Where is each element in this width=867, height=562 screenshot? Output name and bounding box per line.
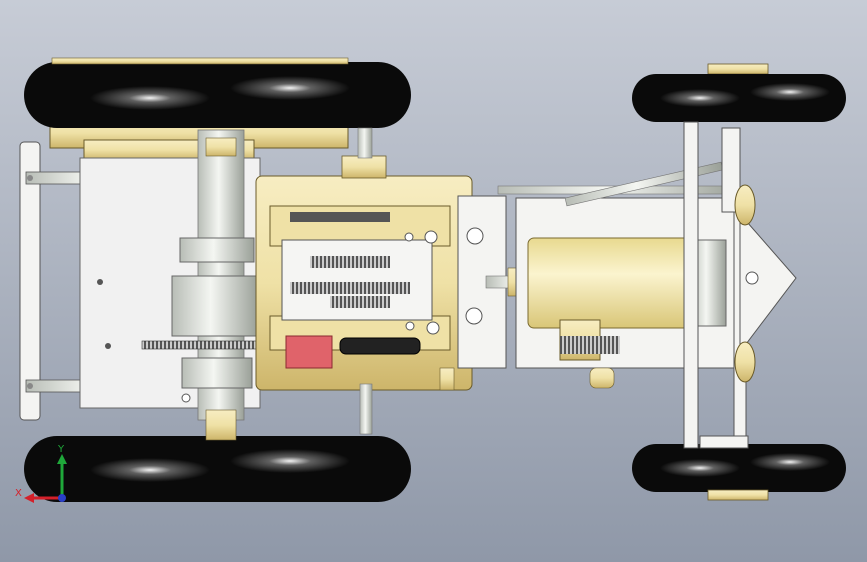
- rear-top-tire: [24, 62, 411, 128]
- x-axis-arrowhead: [24, 493, 34, 503]
- axle-collar: [179, 237, 255, 263]
- axle-collar: [171, 275, 259, 337]
- gearbox[interactable]: [255, 127, 473, 435]
- plate-hole: [105, 343, 111, 349]
- gearbox-bolt: [424, 230, 438, 244]
- pulley: [339, 337, 421, 355]
- rear-bottom-wheel-assembly[interactable]: [24, 436, 411, 502]
- rear-bottom-tire-highlight: [90, 458, 210, 482]
- front-top-tire-highlight: [660, 89, 740, 107]
- front-top-wheel-assembly[interactable]: [632, 63, 846, 122]
- steering-frame[interactable]: [683, 121, 797, 449]
- steering-arm-top: [721, 127, 741, 213]
- steering-hole: [745, 271, 759, 285]
- spine-hole: [466, 227, 484, 245]
- steering-arm-bottom: [699, 435, 749, 449]
- axle-brass-end-top: [205, 137, 237, 157]
- rear-bottom-tire: [24, 436, 411, 502]
- gearbox-bottom-shaft: [359, 383, 373, 435]
- rear-chassis-plate[interactable]: [79, 129, 293, 441]
- gearbox-bolt: [404, 232, 414, 242]
- steering-rail-left: [683, 121, 699, 449]
- axle-brass-end-bottom: [205, 409, 237, 441]
- motor-body: [527, 237, 697, 329]
- front-bottom-tire-highlight: [750, 453, 830, 471]
- plate-hole: [97, 279, 103, 285]
- belt: [290, 212, 390, 222]
- rear-top-tread-rim: [51, 57, 349, 65]
- worm-gear: [560, 336, 620, 354]
- x-axis-label: X: [15, 488, 22, 499]
- y-axis-arrowhead: [57, 454, 67, 464]
- axis-triad: X Y: [15, 444, 67, 503]
- front-bottom-tire-highlight: [660, 459, 740, 477]
- front-top-tire-highlight: [750, 83, 830, 101]
- rear-top-tire-highlight: [230, 76, 350, 100]
- brass-fitting: [589, 367, 615, 389]
- steering-knuckle-bottom: [734, 341, 756, 383]
- rear-bottom-tire-highlight: [230, 449, 350, 473]
- gearbox-top-bracket: [341, 155, 387, 179]
- gear-stack: [310, 256, 390, 268]
- gearbox-bottom-bracket: [439, 367, 455, 391]
- steering-knuckle-top: [734, 184, 756, 226]
- steering-nose: [739, 212, 797, 354]
- spine-hole: [465, 307, 483, 325]
- bumper-bar: [19, 141, 41, 421]
- y-axis-label: Y: [57, 444, 65, 455]
- gearbox-top-shaft: [357, 127, 373, 159]
- spur-gear-red: [285, 335, 333, 369]
- plate-hole: [181, 393, 191, 403]
- bolt: [27, 175, 33, 181]
- front-top-hub: [707, 63, 769, 75]
- gearbox-bolt: [426, 321, 440, 335]
- gearbox-bolt: [405, 321, 415, 331]
- gear-stack: [290, 282, 410, 294]
- axle-collar: [181, 357, 253, 389]
- front-bottom-hub: [707, 489, 769, 501]
- z-axis-marker: [58, 494, 66, 502]
- rear-top-tire-highlight: [90, 86, 210, 110]
- gear-stack: [330, 296, 390, 308]
- front-bottom-wheel-assembly[interactable]: [632, 444, 846, 501]
- bolt: [27, 383, 33, 389]
